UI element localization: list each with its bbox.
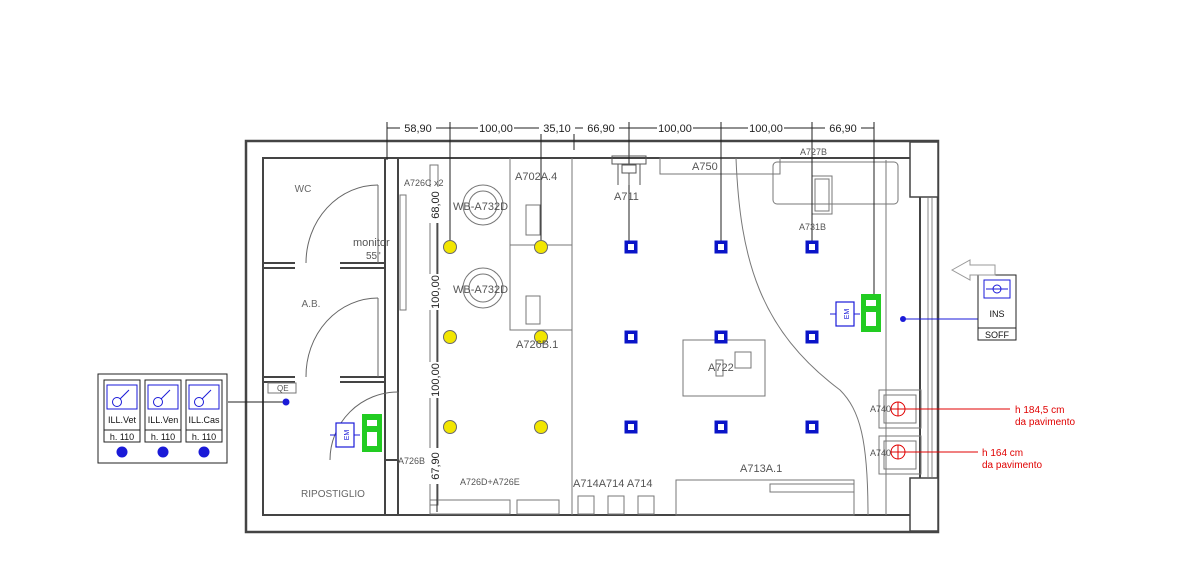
ceiling-lights-yellow — [443, 240, 548, 434]
em-label-1: EM — [844, 309, 851, 320]
label-a711: A711 — [614, 191, 639, 203]
room-labels: WC A.B. RIPOSTIGLIO — [295, 184, 366, 500]
switch-3: ILL.Cas h. 110 — [185, 379, 223, 458]
dimension-top-5: 100,00 — [658, 123, 692, 135]
dimension-left-3: 100,00 — [430, 363, 442, 397]
dimension-top-3: 35,10 — [543, 123, 571, 135]
label-wb-1: WB-A732D — [453, 201, 508, 213]
direction-arrow-icon — [950, 259, 996, 281]
wall-outlets — [890, 401, 1010, 460]
switch-label-2: ILL.Ven — [148, 415, 179, 425]
switch-height-1: h. 110 — [110, 432, 134, 442]
switch-group: ILL.Vet h. 110 ILL.Ven h. 110 ILL.Cas h. 110 — [103, 379, 223, 458]
dimension-top-7: 66,90 — [829, 123, 857, 135]
ins-label: INS — [989, 309, 1004, 319]
switch-connection-3 — [198, 446, 210, 458]
label-a713: A713A.1 — [740, 463, 782, 475]
label-a726de: A726D+A726E — [460, 477, 520, 487]
switch-label-1: ILL.Vet — [108, 415, 137, 425]
em-label-2: EM — [344, 430, 351, 441]
light-blue-3 — [805, 240, 819, 254]
note-h2-line2: da pavimento — [982, 460, 1042, 471]
label-a727b: A727B — [800, 147, 827, 157]
top-dimensions: 58,90 100,00 35,10 66,90 100,00 100,00 66,90 — [400, 121, 861, 135]
ceiling-lights-blue — [624, 240, 819, 434]
label-a731b: A731B — [799, 222, 826, 232]
label-a740-1: A740 — [870, 404, 891, 414]
label-wb-2: WB-A732D — [453, 284, 508, 296]
ins-wiring — [900, 316, 978, 322]
light-blue-6 — [805, 330, 819, 344]
label-a726b1: A726B.1 — [516, 339, 558, 351]
doors — [305, 184, 399, 461]
dimension-left-4: 67,90 — [430, 452, 442, 480]
height-notes: h 184,5 cm da pavimento h 164 cm da pavi… — [982, 405, 1075, 471]
light-yellow-5 — [443, 420, 457, 434]
light-blue-8 — [714, 420, 728, 434]
switch-height-2: h. 110 — [151, 432, 175, 442]
light-blue-4 — [624, 330, 638, 344]
room-label-ripostiglio: RIPOSTIGLIO — [301, 489, 365, 500]
dimension-lines — [386, 122, 875, 512]
switch-icon — [112, 397, 122, 407]
note-h2-line1: h 164 cm — [982, 448, 1023, 459]
window-returns — [909, 141, 939, 532]
ins-sub-label: SOFF — [985, 330, 1010, 340]
label-a714: A714A714 A714 — [573, 478, 653, 490]
label-monitor: monitor — [353, 237, 390, 249]
light-yellow-4 — [534, 330, 548, 344]
switch-label-3: ILL.Cas — [188, 415, 220, 425]
light-blue-9 — [805, 420, 819, 434]
dimension-left-1: 68,00 — [430, 191, 442, 219]
switch-icon — [153, 397, 163, 407]
dimension-top-2: 100,00 — [479, 123, 513, 135]
label-a702a: A702A.4 — [515, 171, 557, 183]
dimension-top-1: 58,90 — [404, 123, 432, 135]
label-a740-2: A740 — [870, 448, 891, 458]
switch-connection-1 — [116, 446, 128, 458]
note-h1-line1: h 184,5 cm — [1015, 405, 1064, 416]
walls — [244, 139, 940, 534]
light-blue-7 — [624, 420, 638, 434]
switch-2: ILL.Ven h. 110 — [144, 379, 182, 458]
left-dimensions: 68,00 100,00 100,00 67,90 — [428, 187, 442, 484]
light-blue-2 — [714, 240, 728, 254]
equipment-labels: A726C x2 WB-A732D WB-A732D A702A.4 monit… — [277, 147, 891, 490]
switch-1: ILL.Vet h. 110 — [103, 379, 141, 458]
light-blue-1 — [624, 240, 638, 254]
switch-height-3: h. 110 — [192, 432, 216, 442]
dimension-left-2: 100,00 — [430, 275, 442, 309]
partitions — [263, 158, 399, 515]
note-h1-line2: da pavimento — [1015, 417, 1075, 428]
room-label-ab: A.B. — [302, 299, 321, 310]
label-qe: QE — [277, 384, 289, 393]
room-label-wc: WC — [295, 184, 312, 195]
light-yellow-3 — [443, 330, 457, 344]
a711-fixture — [611, 155, 647, 185]
light-yellow-2 — [534, 240, 548, 254]
switch-wiring — [228, 398, 290, 406]
ins-panel: INS SOFF — [977, 274, 1017, 341]
light-yellow-6 — [534, 420, 548, 434]
furniture — [267, 157, 922, 516]
dimension-top-4: 66,90 — [587, 123, 615, 135]
dimension-top-6: 100,00 — [749, 123, 783, 135]
label-a750: A750 — [692, 161, 718, 173]
switch-connection-2 — [157, 446, 169, 458]
label-a722: A722 — [708, 362, 734, 374]
switch-icon — [194, 397, 204, 407]
washbasins — [462, 184, 504, 309]
label-monitor-size: 55" — [366, 251, 381, 262]
label-a726c: A726C x2 — [404, 178, 444, 188]
emergency-light-1: EM — [830, 294, 881, 332]
emergency-light-2: EM — [330, 414, 382, 452]
light-yellow-1 — [443, 240, 457, 254]
window — [927, 198, 933, 477]
label-a726b: A726B — [398, 456, 425, 466]
light-blue-5 — [714, 330, 728, 344]
